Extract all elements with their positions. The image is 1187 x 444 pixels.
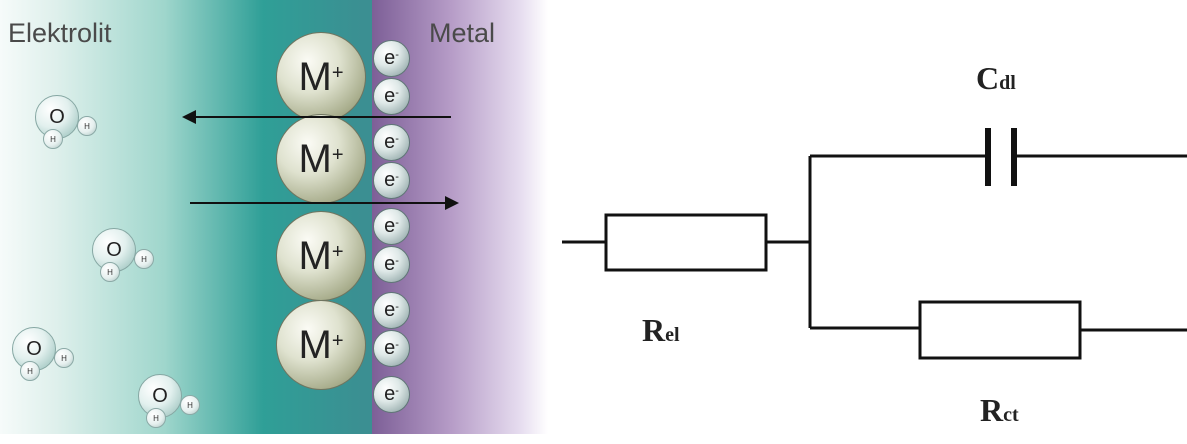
water-molecule: O H H	[92, 228, 162, 298]
oxygen-atom: O	[35, 95, 79, 139]
hydrogen-atom: H	[77, 116, 97, 136]
electrochemical-interface-panel: Elektrolit Metal O H H O H H O H H O H H…	[0, 0, 548, 434]
charge-transfer-resistor-label: Rct	[980, 392, 1019, 428]
hydrogen-atom: H	[20, 361, 40, 381]
metal-ion: M+	[276, 300, 366, 390]
right-arrowhead-icon	[445, 196, 459, 210]
metal-ion: M+	[276, 211, 366, 301]
metal-label: Metal	[429, 18, 496, 48]
water-molecule: O H H	[138, 374, 208, 444]
electron: e-	[373, 330, 410, 367]
electrolyte-resistor	[604, 213, 768, 272]
left-arrowhead-icon	[182, 110, 196, 124]
metal-ion: M+	[276, 32, 366, 122]
water-molecule: O H H	[12, 327, 82, 397]
electron: e-	[373, 376, 410, 413]
hydrogen-atom: H	[146, 408, 166, 428]
electron: e-	[373, 292, 410, 329]
metal-ion: M+	[276, 114, 366, 204]
electron: e-	[373, 246, 410, 283]
electron: e-	[373, 208, 410, 245]
charge-transfer-resistor	[918, 300, 1082, 360]
hydrogen-atom: H	[134, 249, 154, 269]
hydrogen-atom: H	[54, 348, 74, 368]
hydrogen-atom: H	[100, 262, 120, 282]
capacitor-label: Cdl	[976, 60, 1016, 96]
dissolution-arrow-line	[196, 116, 451, 118]
hydrogen-atom: H	[180, 395, 200, 415]
electrolyte-label: Elektrolit	[8, 18, 112, 48]
equivalent-circuit: Cdl Rel Rct	[548, 0, 1187, 434]
hydrogen-atom: H	[43, 129, 63, 149]
deposition-arrow-line	[190, 202, 445, 204]
electron: e-	[373, 162, 410, 199]
circuit-diagram	[562, 128, 1187, 360]
water-molecule: O H H	[35, 95, 105, 165]
electrolyte-resistor-label: Rel	[642, 312, 680, 348]
electron: e-	[373, 124, 410, 161]
electron: e-	[373, 78, 410, 115]
electron: e-	[373, 40, 410, 77]
